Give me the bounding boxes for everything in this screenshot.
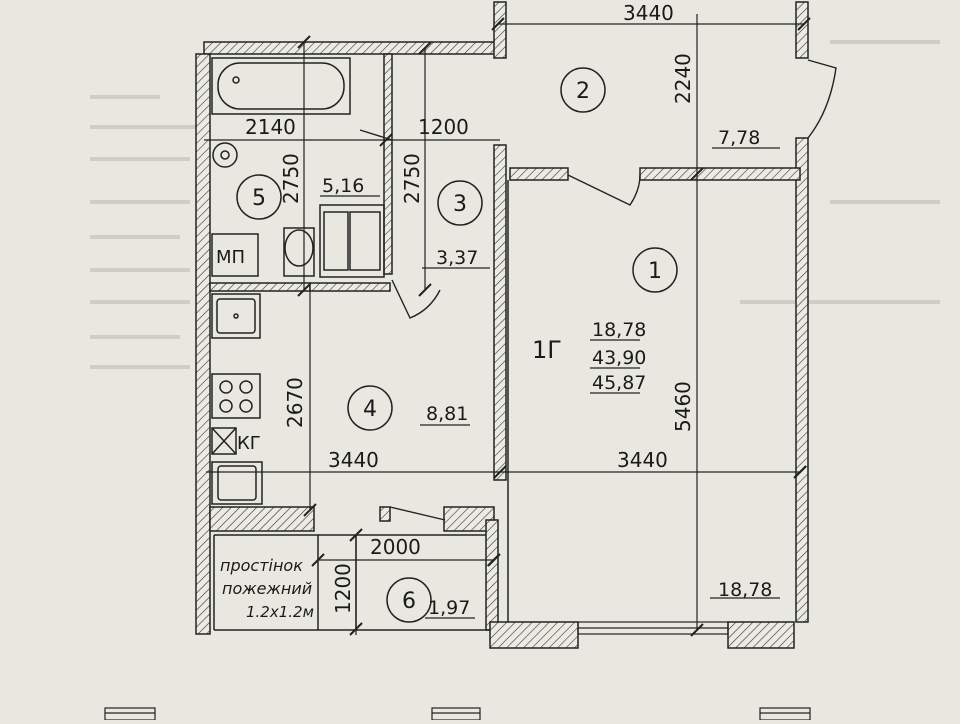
room-area-3: 3,37 <box>436 247 478 269</box>
room-number-3: 3 <box>453 192 467 217</box>
dim-wc-depth: 2750 <box>400 153 424 204</box>
room-number-1: 1 <box>648 259 662 284</box>
room-number-6: 6 <box>402 589 416 614</box>
room-area-2: 7,78 <box>718 127 760 149</box>
dim-bath-width: 2140 <box>245 115 296 139</box>
door-swings <box>359 59 837 521</box>
dim-wc-width: 1200 <box>418 115 469 139</box>
fire-gap-label-line1: простінок <box>220 556 303 575</box>
dim-kitchen-width: 3440 <box>328 448 379 472</box>
dim-living-width: 3440 <box>617 448 668 472</box>
toilet-icon <box>283 227 315 277</box>
washbasin-icon <box>212 142 238 168</box>
background-ghost-lines <box>90 40 940 369</box>
room-area-5: 5,16 <box>322 175 364 197</box>
dimension-ticks <box>297 17 811 637</box>
fridge-icon <box>211 461 263 505</box>
dim-bath-depth: 2750 <box>279 153 303 204</box>
mp-box <box>211 233 259 277</box>
apartment-type: 1Г <box>532 336 562 364</box>
fire-gap-label-line3: 1.2х1.2м <box>246 603 314 621</box>
gas-boiler-icon <box>211 427 237 455</box>
room-area-6: 1,97 <box>428 597 470 619</box>
walls <box>195 1 809 649</box>
bathtub-icon <box>211 57 351 115</box>
dim-balcony-width: 2000 <box>370 535 421 559</box>
dim-balcony-depth: 1200 <box>331 563 355 614</box>
dimension-lines <box>204 14 804 635</box>
dim-corridor-depth: 2240 <box>671 53 695 104</box>
stove-icon <box>211 373 261 419</box>
mp-label: МП <box>216 247 245 268</box>
room-circles <box>236 67 678 623</box>
room-number-4: 4 <box>363 397 377 422</box>
room-area-4: 8,81 <box>426 403 468 425</box>
dim-top-corridor-width: 3440 <box>623 1 674 25</box>
room-number-5: 5 <box>252 186 266 211</box>
dim-living-depth: 5460 <box>671 381 695 432</box>
bottom-fragments <box>104 707 811 721</box>
apartment-total-area: 45,87 <box>592 372 646 394</box>
dim-kitchen-depth: 2670 <box>283 377 307 428</box>
room-number-2: 2 <box>576 79 590 104</box>
window <box>577 621 729 635</box>
apartment-total-area-net: 43,90 <box>592 347 646 369</box>
sink-icon <box>211 293 261 339</box>
washing-machine-icon <box>319 204 385 278</box>
apartment-living-area: 18,78 <box>592 319 646 341</box>
fire-gap-label-line2: пожежний <box>222 579 312 598</box>
room-area-1: 18,78 <box>718 579 772 601</box>
kg-label: КГ <box>237 433 261 454</box>
